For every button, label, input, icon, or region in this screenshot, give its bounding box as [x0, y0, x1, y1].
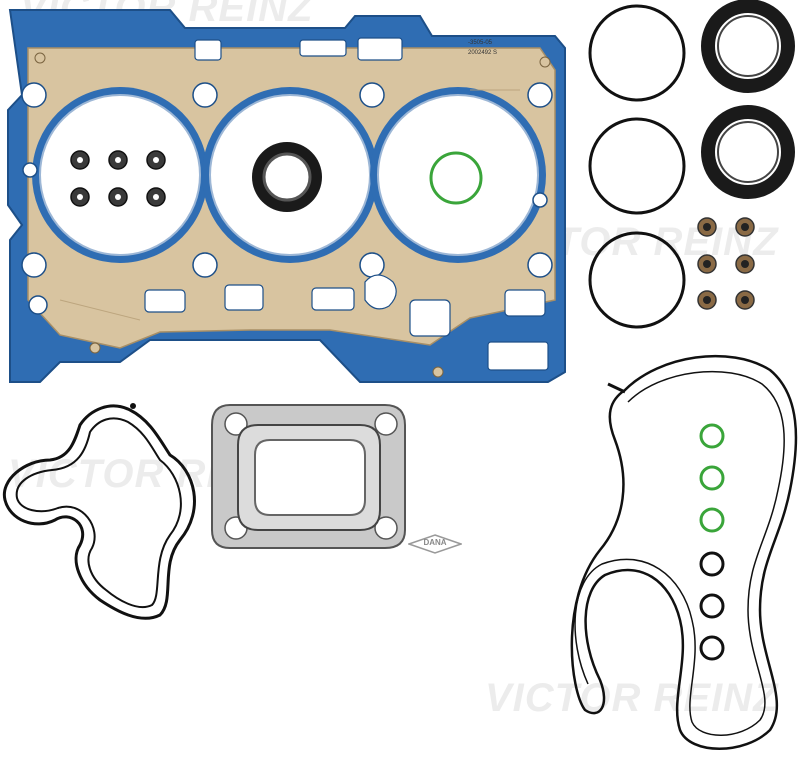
exhaust-manifold-gasket: [211, 404, 406, 549]
dana-logo-text: DANA: [423, 538, 447, 547]
spark-plug-o-rings: [699, 423, 725, 661]
intake-manifold-gasket: [2, 403, 196, 620]
valve-stem-seal-set-right: [697, 217, 755, 310]
valve-cover-gasket: [570, 354, 798, 750]
dana-logo: DANA: [408, 534, 462, 554]
part-code-marking: -3505-05: [468, 40, 493, 46]
part-code-marking: 2002492 S: [468, 50, 498, 56]
crankshaft-oil-seal: [252, 142, 322, 212]
green-o-ring: [429, 151, 483, 205]
valve-stem-seal-set: [70, 150, 166, 207]
camshaft-seal-set: [701, 0, 795, 199]
o-ring-set: [588, 4, 686, 329]
